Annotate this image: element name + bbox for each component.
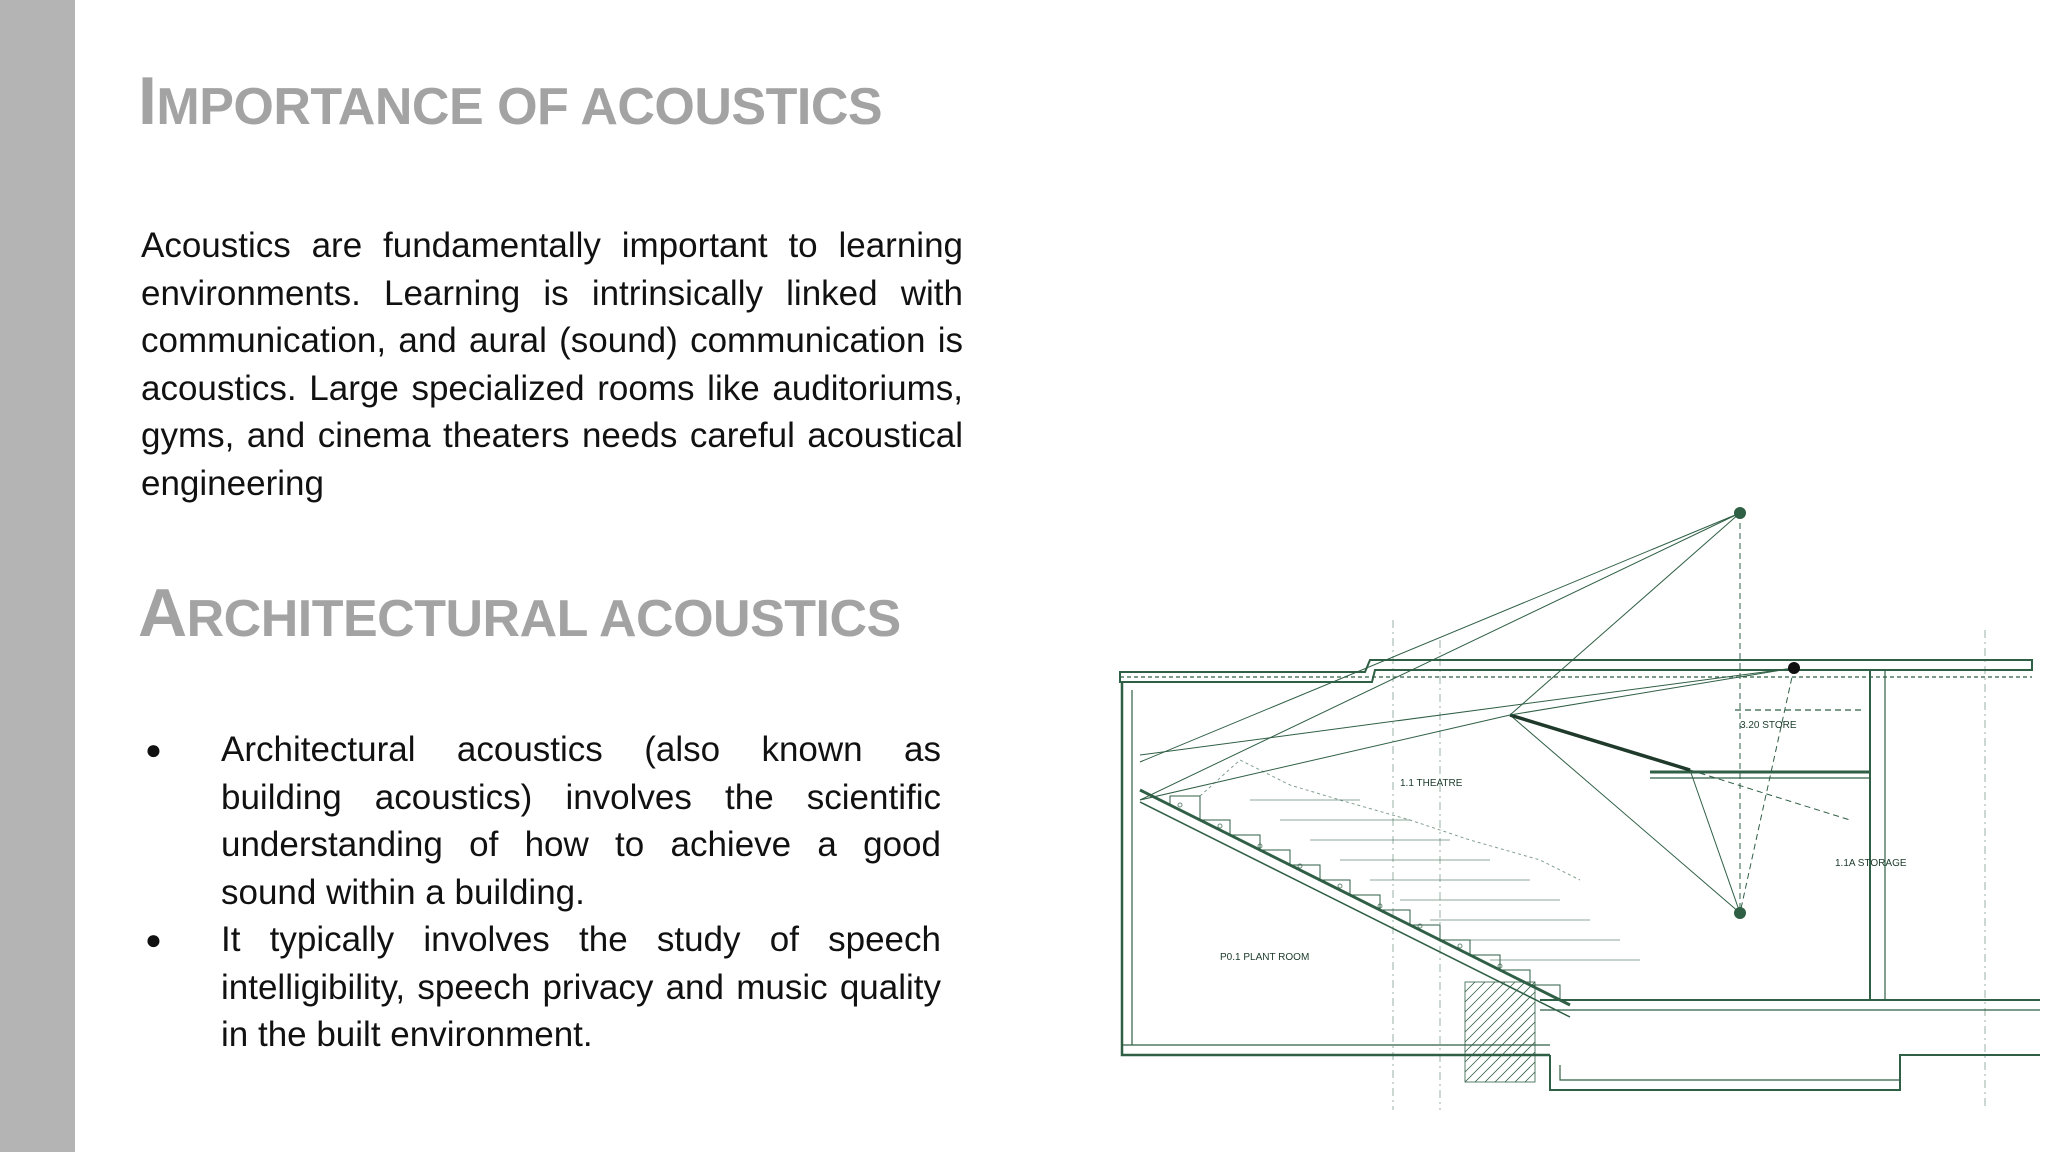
bullet-text: Architectural acoustics (also known as b… <box>221 730 941 912</box>
label-plant-room: P0.1 PLANT ROOM <box>1220 952 1309 963</box>
seating-tiers <box>1139 759 1640 1018</box>
label-storage: 1.1A STORAGE <box>1835 858 1907 869</box>
building-outline <box>1120 670 2040 1091</box>
acoustic-rays <box>1139 512 1851 914</box>
bullet-icon: ● <box>145 924 162 955</box>
bullet-list: ● Architectural acoustics (also known as… <box>141 726 941 1059</box>
bullet-item: ● Architectural acoustics (also known as… <box>141 726 941 916</box>
foundation-hatch <box>1464 981 1536 1083</box>
roof-slab <box>1119 659 2033 683</box>
store-platform <box>1650 709 1870 779</box>
label-theatre: 1.1 THEATRE <box>1400 778 1463 789</box>
bullet-item: ● It typically involves the study of spe… <box>141 916 941 1059</box>
ray-endpoints <box>1734 507 1800 919</box>
heading-importance-of-acoustics: Importance of acoustics <box>138 63 883 139</box>
bullet-icon: ● <box>145 734 162 765</box>
side-accent-bar <box>0 0 75 1152</box>
theatre-section-drawing: 1.1 THEATRE P0.1 PLANT ROOM 3.20 STORE 1… <box>1119 507 2040 1110</box>
heading-architectural-acoustics: Architectural acoustics <box>138 575 901 651</box>
label-store: 3.20 STORE <box>1740 720 1797 731</box>
grid-lines <box>1392 620 1986 1110</box>
importance-paragraph: Acoustics are fundamentally important to… <box>141 226 963 503</box>
bullet-text: It typically involves the study of speec… <box>221 920 941 1054</box>
